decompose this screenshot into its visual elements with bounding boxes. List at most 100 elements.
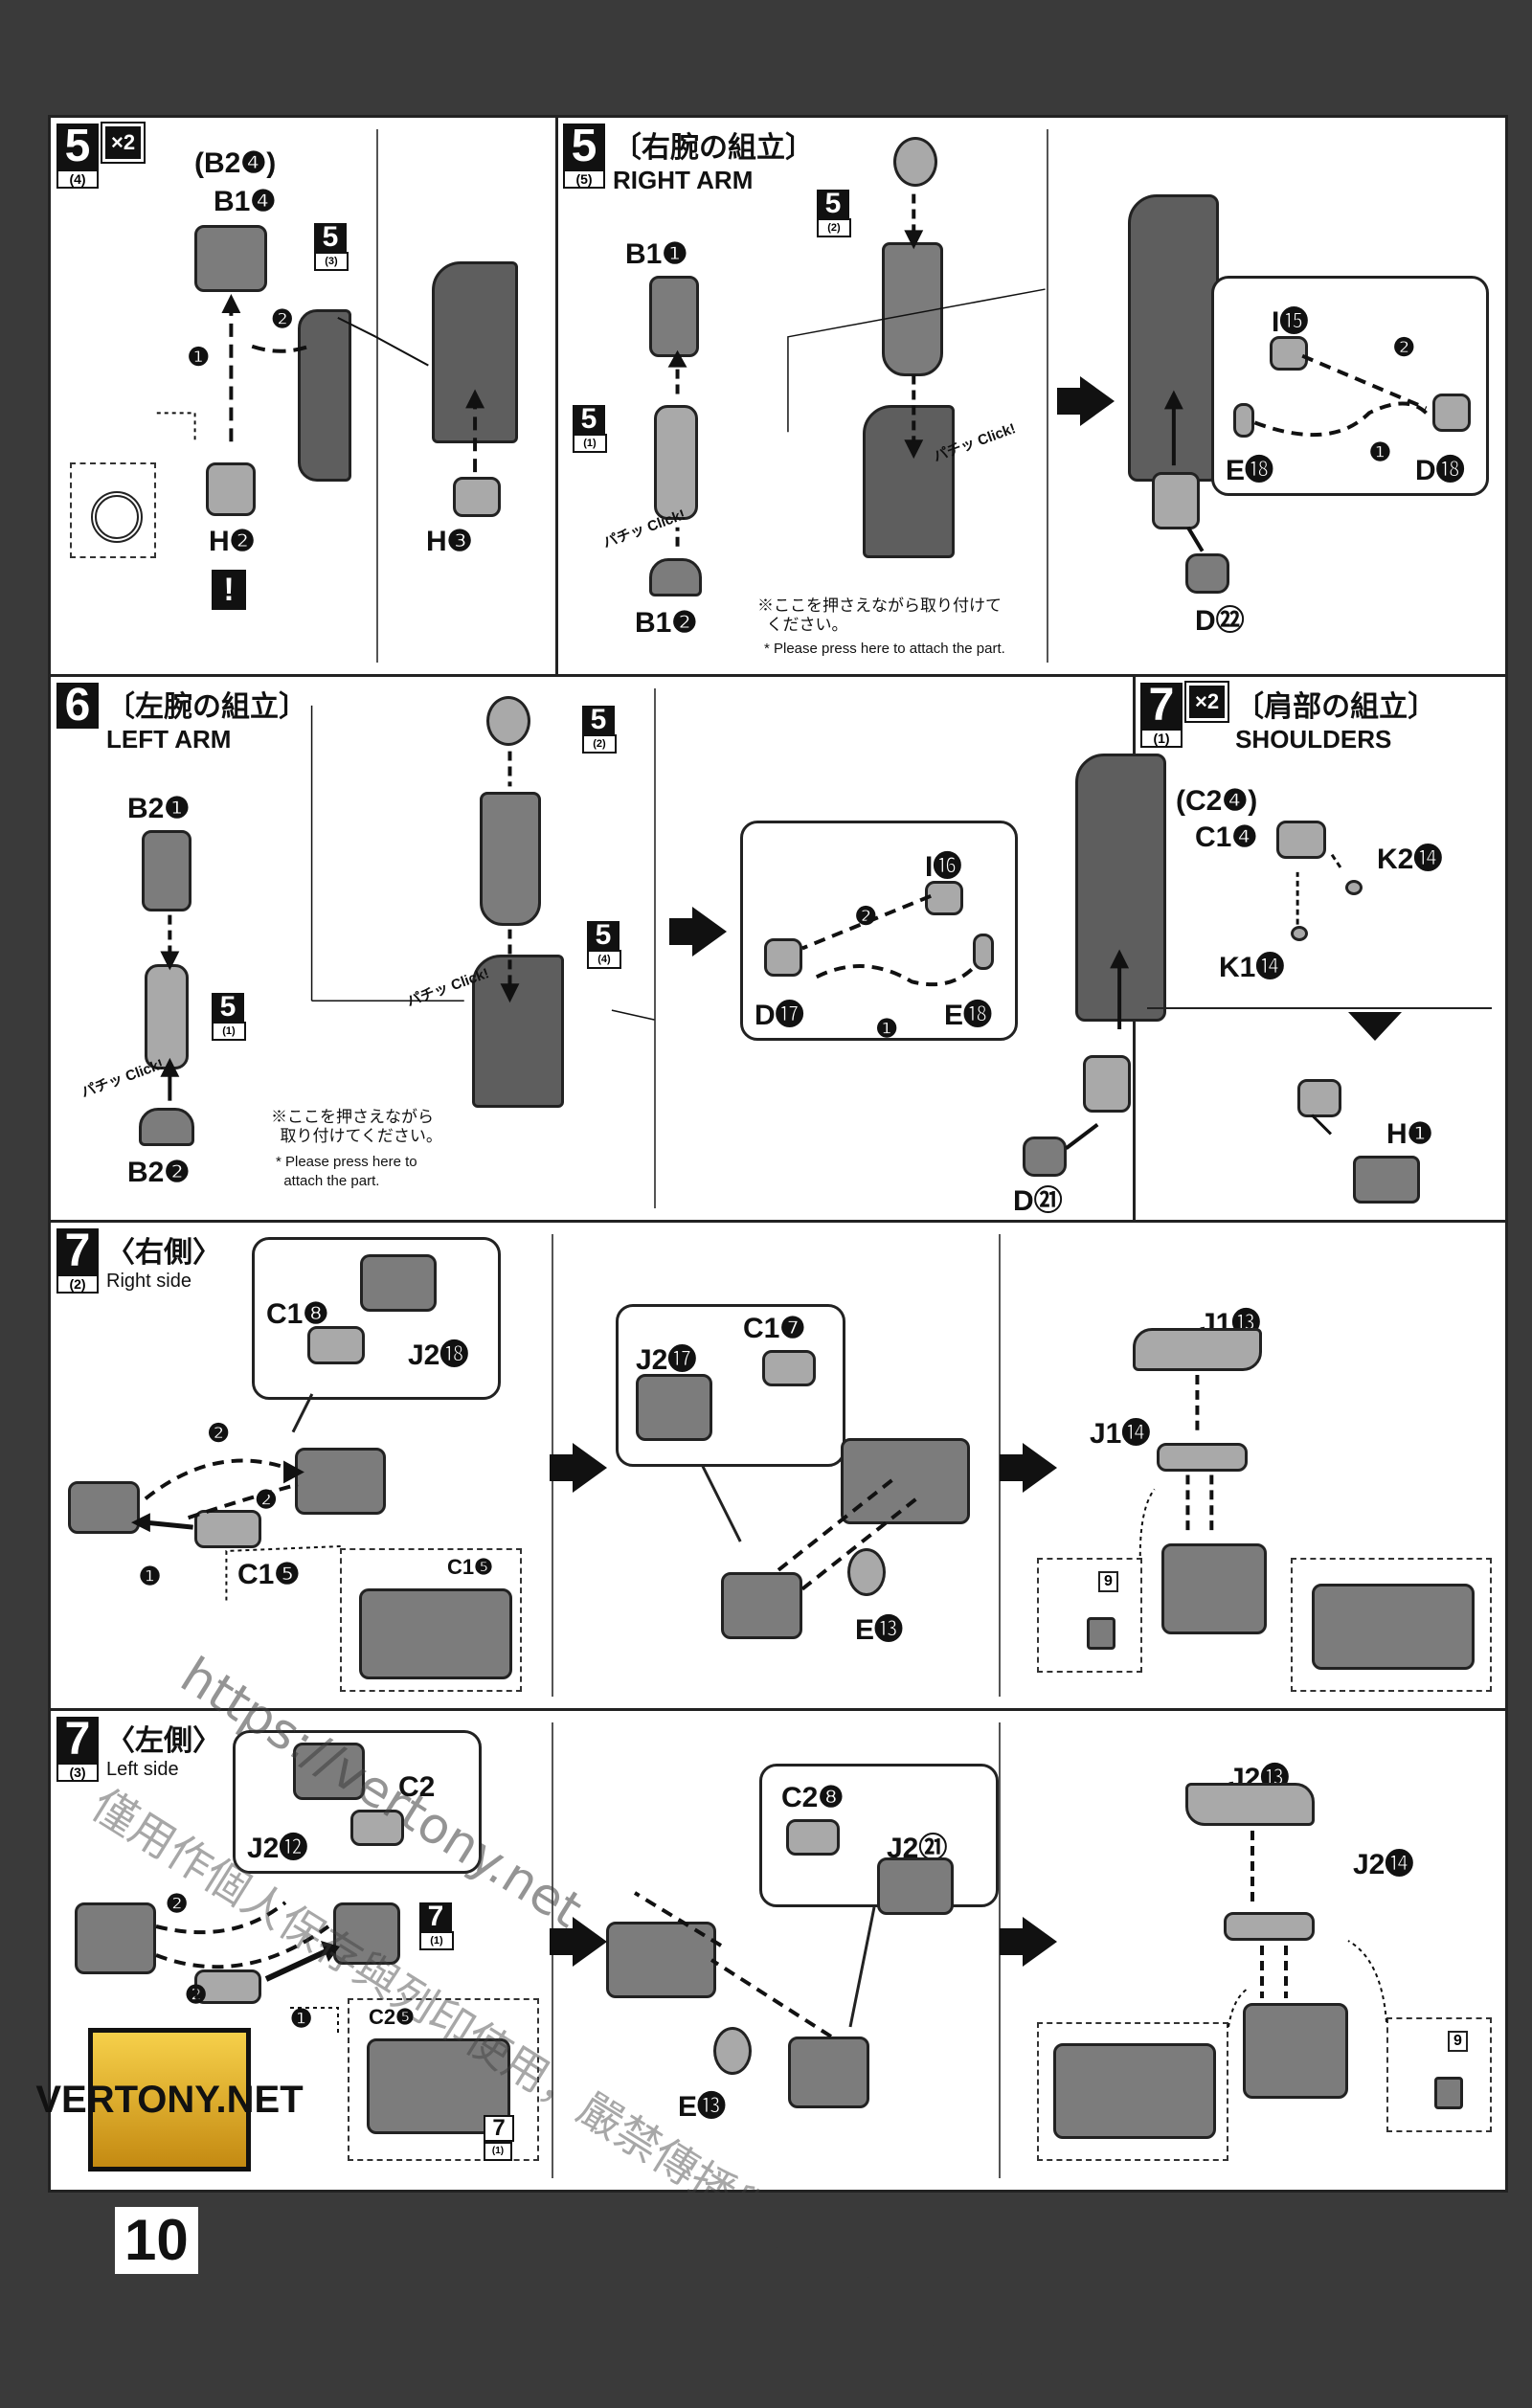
ref-5-2: 5 (2) [817, 190, 851, 237]
part-label: H❶ [1386, 1118, 1433, 1150]
part-j2-18 [360, 1254, 437, 1312]
ref-box: 9 [1386, 2017, 1492, 2132]
part-label: J1⓮ [1090, 1418, 1151, 1450]
step-number: 5 [563, 124, 605, 169]
multiplier-badge: ×2 [1183, 681, 1230, 723]
part-label: B1❹ [214, 186, 277, 217]
part-label: H❸ [426, 526, 473, 557]
ref-sub: (1) [419, 1931, 454, 1950]
part-label: D㉒ [1195, 605, 1245, 637]
part-j2-14 [1224, 1912, 1315, 1941]
part-detail-view [1312, 1584, 1475, 1670]
detail-bubble: C2❽ J2㉑ [759, 1764, 999, 1915]
part-k1 [1291, 926, 1308, 941]
part-label: E⓭ [678, 2091, 727, 2123]
next-arrow [1000, 1917, 1057, 1967]
ref-sub: (4) [587, 950, 621, 969]
part-upper-arm-armor [432, 261, 518, 443]
part-hand-d22 [1185, 553, 1229, 594]
part-b1 [194, 225, 267, 292]
instruction-page: 5 (4) ×2 (B2❹) B1❹ H❷ ! 5 (3) H❸ [48, 115, 1508, 2193]
ref-sub: (3) [314, 252, 349, 271]
step-number: 7 [56, 1228, 99, 1274]
note-jp: ※ここを押さえながら 取り付けてください。 [271, 1108, 442, 1145]
part-label: E⓲ [944, 1000, 993, 1031]
part-left-frame [75, 1902, 156, 1974]
part-shoulder-assembled [1243, 2003, 1348, 2099]
part-j2-right [295, 1448, 386, 1515]
ref-7-1: 7 (1) [419, 1902, 454, 1950]
step-number: 6 [56, 683, 99, 729]
step-number: 7 [56, 1717, 99, 1763]
ref-5-3: 5 (3) [314, 223, 349, 271]
section-title-en: LEFT ARM [106, 725, 232, 754]
detail-box: C1❺ [340, 1548, 522, 1692]
ref-step: 5 [582, 706, 615, 734]
part-label: D⓱ [755, 1000, 804, 1031]
part-label: J2⓱ [636, 1344, 697, 1376]
ref-sub: (2) [582, 734, 617, 754]
ref-step: 5 [212, 993, 244, 1022]
detail-bubble: C1❼ J2⓱ [616, 1304, 845, 1467]
part-c1-8 [307, 1326, 365, 1364]
part-left-piece [68, 1481, 140, 1534]
click-indicator: パチッ Click! [79, 1056, 167, 1101]
part-label: J2⓮ [1353, 1849, 1414, 1880]
ref-step: 7 [484, 2115, 514, 2142]
part-hand-joint [1152, 472, 1200, 529]
part-c2-5 [194, 1969, 261, 2004]
part-i16 [925, 881, 963, 915]
part-shoulder-assembled [1161, 1543, 1267, 1634]
step-5-4-header: 5 (4) ×2 [56, 122, 146, 189]
step-substep: (5) [563, 169, 605, 189]
section-title-en: Right side [106, 1271, 192, 1292]
ref-box: 9 [1037, 1558, 1142, 1673]
part-j2-17 [636, 1374, 712, 1441]
part-label: C1❽ [266, 1298, 329, 1330]
part-hand-joint [1083, 1055, 1131, 1113]
ref-number: 9 [1098, 1571, 1118, 1592]
part-c2-8 [786, 1819, 840, 1856]
part-label: C1❹ [1195, 821, 1258, 853]
part-e13 [713, 2027, 752, 2075]
part-upper-arm [882, 242, 943, 376]
section-title-jp: 〈右側〉 [106, 1237, 221, 1269]
part-h3 [453, 477, 501, 517]
ref-number: 9 [1448, 2031, 1468, 2052]
part-detail-view [359, 1588, 512, 1679]
part-forearm-armor [472, 955, 564, 1108]
part-shoulder-joint [486, 696, 530, 746]
next-arrow [1000, 1443, 1057, 1493]
ref-step: 7 [419, 1902, 452, 1931]
part-hand-d21 [1023, 1136, 1067, 1177]
ref-step: 5 [314, 223, 347, 252]
part-label: (B2❹) [194, 147, 277, 179]
ref-sub: (1) [484, 2142, 512, 2161]
step-7-1-header: 7 (1) ×2 〔肩部の組立〕 SHOULDERS [1140, 681, 1436, 754]
part-elbow-frame [145, 964, 189, 1069]
part-label: B2❷ [127, 1157, 191, 1188]
next-arrow [669, 907, 727, 956]
svg-text:❷: ❷ [208, 1421, 230, 1448]
detail-box [1037, 2022, 1228, 2161]
ref-step: 5 [573, 405, 605, 434]
part-k2 [1345, 880, 1363, 895]
part-c1-assembled [1297, 1079, 1341, 1117]
part-j1-14 [1157, 1443, 1248, 1472]
part-shoulder-armor [298, 309, 351, 482]
vertony-logo: VERTONY.NET [35, 2028, 304, 2172]
ref-step: 5 [587, 921, 620, 950]
part-b2-lower [139, 1108, 194, 1146]
part-label: (C2❹) [1176, 785, 1258, 817]
part-label: C2 [398, 1771, 436, 1803]
ref-sub: (1) [573, 434, 607, 453]
part-forearm-armor [863, 405, 955, 558]
part-h1 [1353, 1156, 1420, 1204]
part-right-piece [333, 1902, 400, 1965]
part-b1-lower [649, 558, 702, 596]
part-label: B1❷ [635, 607, 698, 639]
part-detail-view [1053, 2043, 1216, 2139]
section-title-en: RIGHT ARM [613, 166, 754, 194]
step-substep: (3) [56, 1763, 99, 1782]
click-indicator: パチッ Click! [600, 506, 688, 551]
